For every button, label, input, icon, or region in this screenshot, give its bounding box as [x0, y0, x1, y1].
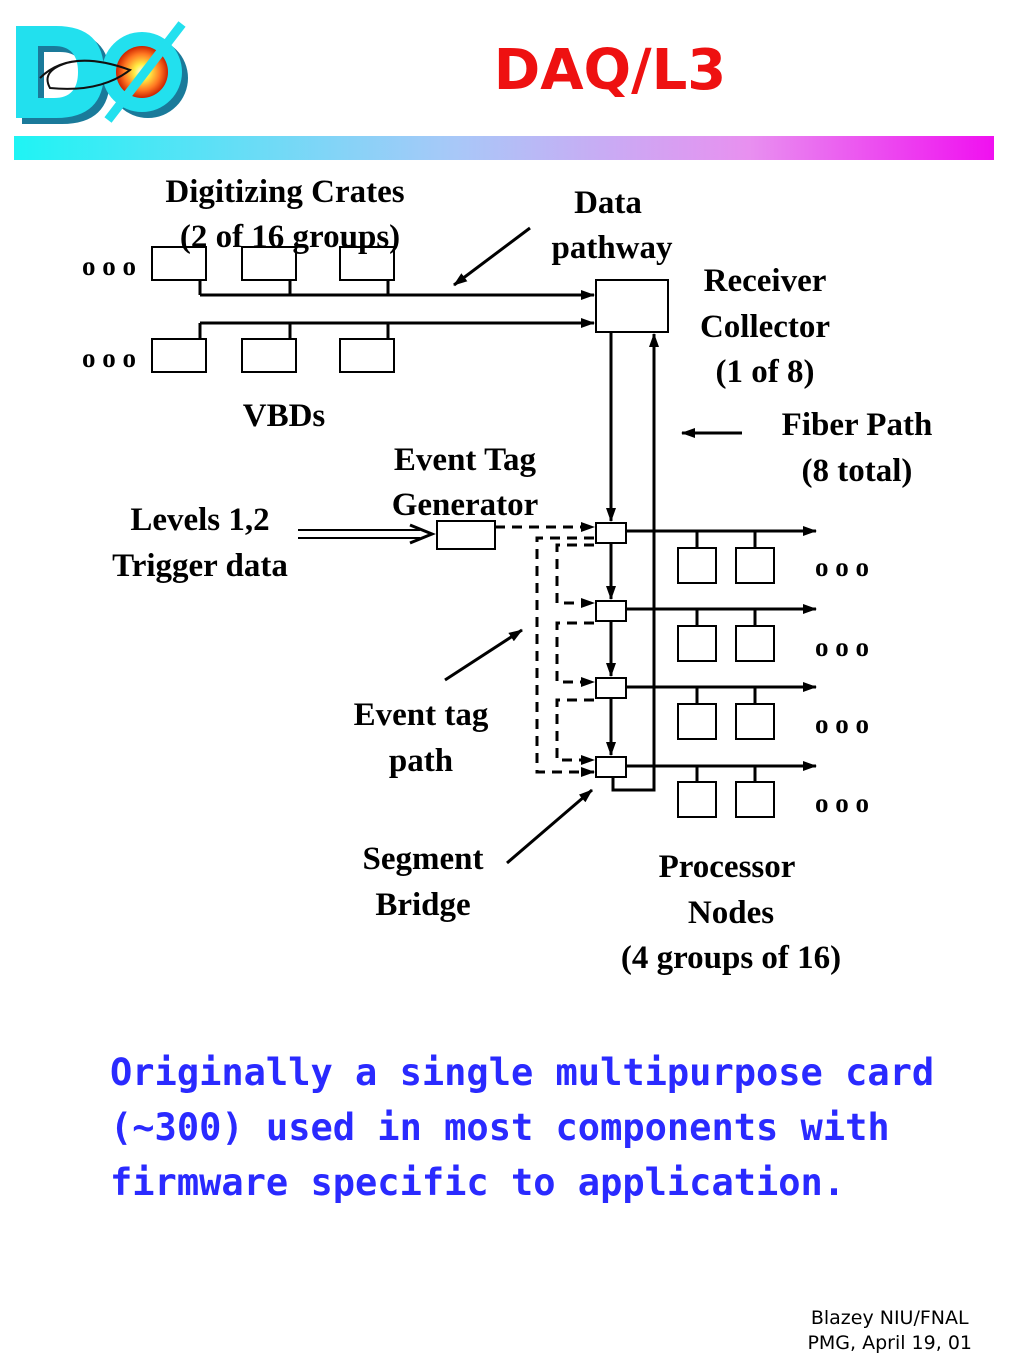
processor-node-box	[677, 547, 717, 584]
ellipsis-node-4: o o o	[815, 788, 869, 818]
footer-line-2: PMG, April 19, 01	[807, 1332, 972, 1354]
description-line-1: Originally a single multipurpose card	[110, 1051, 935, 1094]
processor-nodes-label-1: Processor	[659, 849, 796, 885]
vbd-box	[241, 338, 297, 373]
ellipsis-crate-bottom: o o o	[82, 343, 136, 373]
event-tag-path-lines	[495, 522, 595, 777]
ellipsis-node-3: o o o	[815, 709, 869, 739]
receiver-collector-label-1: Receiver	[704, 263, 827, 299]
fiber-path-label-2: (8 total)	[802, 453, 913, 489]
ellipsis-crate-top: o o o	[82, 251, 136, 281]
digitizing-crates-label-1: Digitizing Crates	[165, 174, 404, 210]
d0-logo-icon	[16, 21, 188, 124]
vbd-box	[339, 246, 395, 281]
segment-bridge-box	[595, 677, 627, 699]
vbd-box	[241, 246, 297, 281]
processor-node-box	[735, 625, 775, 662]
segment-bridge-box	[595, 522, 627, 544]
description-line-3: firmware specific to application.	[110, 1161, 846, 1204]
event-tag-path-label-1: Event tag	[354, 697, 489, 733]
ellipsis-node-2: o o o	[815, 632, 869, 662]
levels-trigger-label-2: Trigger data	[112, 548, 288, 584]
event-tag-generator-label-2: Generator	[392, 487, 539, 523]
segment-bridge-box	[595, 756, 627, 778]
data-pathway-label-1: Data	[574, 185, 642, 221]
event-tag-path-label-2: path	[389, 743, 453, 779]
receiver-collector-label-3: (1 of 8)	[716, 354, 815, 390]
processor-node-box	[735, 547, 775, 584]
digitizing-crates-label-2: (2 of 16 groups)	[180, 219, 400, 255]
page-title: DAQ/L3	[493, 38, 727, 103]
receiver-collector-box	[595, 279, 669, 333]
vbd-crate-boxes	[151, 246, 775, 818]
description-line-2: (~300) used in most components with	[110, 1106, 890, 1149]
vbds-label: VBDs	[243, 398, 326, 434]
event-tag-generator-label-1: Event Tag	[394, 442, 537, 478]
data-pathway-label-2: pathway	[551, 230, 673, 266]
segment-bridge-label-2: Bridge	[375, 887, 470, 923]
receiver-collector-label-2: Collector	[700, 309, 830, 345]
ellipsis-node-1: o o o	[815, 552, 869, 582]
description-text: Originally a single multipurpose card (~…	[110, 1045, 970, 1210]
footer-line-1: Blazey NIU/FNAL	[810, 1307, 969, 1329]
data-lines	[198, 226, 817, 865]
processor-node-box	[735, 781, 775, 818]
footer: Blazey NIU/FNAL PMG, April 19, 01	[807, 1306, 972, 1356]
fiber-return-line	[611, 333, 659, 792]
processor-nodes-label-2: Nodes	[688, 895, 774, 931]
processor-node-box	[735, 703, 775, 740]
vbd-box	[151, 246, 207, 281]
event-tag-generator-box	[436, 520, 496, 550]
fiber-path-label-1: Fiber Path	[782, 407, 933, 443]
processor-nodes-label-3: (4 groups of 16)	[621, 940, 841, 976]
levels-trigger-label-1: Levels 1,2	[130, 502, 269, 538]
processor-node-box	[677, 625, 717, 662]
vbd-box	[339, 338, 395, 373]
processor-node-box	[677, 781, 717, 818]
processor-node-box	[677, 703, 717, 740]
segment-bridge-box	[595, 600, 627, 622]
segment-bridge-label-1: Segment	[363, 841, 484, 877]
vbd-box	[151, 338, 207, 373]
gradient-divider-bar	[14, 136, 994, 160]
